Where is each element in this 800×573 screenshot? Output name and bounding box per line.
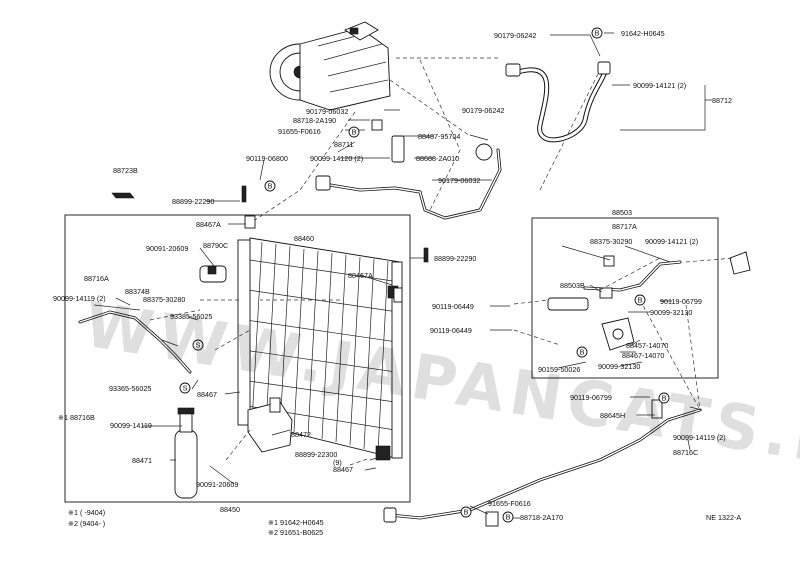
label-90119-06449-a: 90119-06449	[432, 302, 474, 311]
label-88460: 88460	[294, 234, 314, 243]
label-88645h: 88645H	[600, 411, 625, 420]
label-90099-14119-b: 90099-14119	[110, 421, 152, 430]
label-88899-22290-top: 88899-22290	[172, 197, 214, 206]
callout-lines	[93, 32, 712, 519]
label-90179-06242-mid: 90179-06242	[462, 106, 504, 115]
bottom-note-2: ※2 91651-B0625	[268, 528, 323, 537]
label-88487-95704: 88487-95704	[418, 132, 460, 141]
label-88467-14070: 88467-14070	[622, 351, 664, 360]
label-90159-50026: 90159-50026	[538, 365, 580, 374]
marker-b-1: B	[595, 29, 600, 38]
pipe-88716c	[383, 399, 702, 527]
label-88457-14070: 88457-14070	[626, 341, 668, 350]
label-88471: 88471	[132, 456, 152, 465]
compressor	[269, 21, 391, 111]
marker-s-2: S	[183, 384, 188, 393]
footnote-1: ※1 ( -9404)	[68, 508, 105, 517]
label-88375-30290: 88375-30290	[590, 237, 632, 246]
pipe-88716a	[78, 310, 192, 374]
marker-b-6: B	[662, 394, 667, 403]
label-90099-32130-b: 90099-32130	[598, 362, 640, 371]
label-90119-06799-b: 90119-06799	[570, 393, 612, 402]
label-90119-06800: 90119-06800	[246, 154, 288, 163]
leader-dashes	[149, 257, 735, 466]
label-88717a: 88717A	[612, 222, 637, 231]
label-88688-2a010: 88688-2A010	[416, 154, 459, 163]
label-88467-b: 88467	[333, 465, 353, 474]
label-93365-56025: 93365-56025	[109, 384, 151, 393]
label-93385-56025: 93385-56025	[170, 312, 212, 321]
label-90091-20609-a: 90091-20609	[146, 244, 188, 253]
label-90099-14119-c: 90099-14119 (2)	[673, 433, 726, 442]
pipe-88503	[547, 255, 682, 351]
figure-code: NE 1322-A	[706, 513, 741, 522]
label-90119-06799-a: 90119-06799	[660, 297, 702, 306]
marker-s-1: S	[196, 341, 201, 350]
label-88711: 88711	[334, 140, 353, 149]
label-90099-14121-top: 90099-14121 (2)	[633, 81, 686, 90]
label-88467-a: 88467	[197, 390, 217, 399]
label-90179-06032-b: 90179-06032	[438, 176, 480, 185]
label-90099-14119-a: 90099-14119 (2)	[53, 294, 106, 303]
assembly-outline	[254, 57, 611, 221]
part-88467a	[244, 215, 256, 229]
marker-b-5: B	[580, 348, 585, 357]
bolt-2	[423, 247, 429, 263]
label-88450: 88450	[220, 505, 240, 514]
pipe-88711	[315, 119, 502, 220]
label-88503: 88503	[612, 208, 632, 217]
label-88716c: 88716C	[673, 448, 698, 457]
label-88712: 88712	[712, 96, 732, 105]
label-90099-32130-a: 90099-32130	[650, 308, 692, 317]
part-labels: 90179-06242 91642-H0645 90099-14121 (2) …	[53, 29, 732, 522]
label-88375-30280: 88375-30280	[143, 295, 185, 304]
bolt	[241, 185, 247, 203]
label-88503b: 88503B	[560, 281, 585, 290]
footnotes: ※1 ( -9404) ※2 (9404- ) ※1 91642-H0645 ※…	[68, 508, 741, 537]
receiver-88471	[174, 407, 198, 499]
label-88467a-a: 88467A	[196, 220, 221, 229]
part-88467a-b	[393, 287, 403, 303]
marker-b-3: B	[268, 182, 273, 191]
label-90099-14121-box: 90099-14121 (2)	[645, 237, 698, 246]
marker-b-2: B	[352, 128, 357, 137]
subassembly-box-88503	[531, 217, 719, 379]
label-90119-06449-b: 90119-06449	[430, 326, 472, 335]
label-91642-h0645: 91642-H0645	[621, 29, 665, 38]
label-88374b: 88374B	[125, 287, 150, 296]
label-88718-2a170: 88718-2A170	[520, 513, 563, 522]
label-88899-22290-right: 88899-22290	[434, 254, 476, 263]
label-90091-20609-b: 90091-20609	[196, 480, 238, 489]
label-88790c: 88790C	[203, 241, 228, 250]
hose-88712	[505, 61, 611, 143]
part-right-cap	[729, 251, 751, 275]
part-88790c	[199, 265, 227, 283]
label-88723b: 88723B	[113, 166, 138, 175]
tag-88723b	[111, 192, 135, 199]
label-88716b: ※1 88716B	[58, 413, 95, 422]
label-88472: 88472	[291, 430, 311, 439]
footnote-2: ※2 (9404- )	[68, 519, 105, 528]
label-90179-06032-a: 90179-06032	[306, 107, 348, 116]
label-88718-2a190: 88718-2A190	[293, 116, 336, 125]
bottom-note-1: ※1 91642-H0645	[268, 518, 324, 527]
label-88467a-b: 88467A	[348, 271, 373, 280]
markers: B B B S S B B B B B	[179, 27, 670, 523]
label-88716a: 88716A	[84, 274, 109, 283]
label-88899-22300: 88899-22300	[295, 450, 337, 459]
label-91655-f0616-top: 91655-F0616	[278, 127, 321, 136]
label-9: (9)	[333, 458, 342, 467]
label-90179-06242-top: 90179-06242	[494, 31, 536, 40]
marker-b-4: B	[638, 296, 643, 305]
label-90099-14120: 90099-14120 (2)	[310, 154, 363, 163]
condenser-assembly-box	[64, 214, 411, 503]
marker-b-8: B	[506, 513, 511, 522]
label-91655-f0616-bot: 91655-F0616	[488, 499, 531, 508]
marker-b-7: B	[464, 508, 469, 517]
